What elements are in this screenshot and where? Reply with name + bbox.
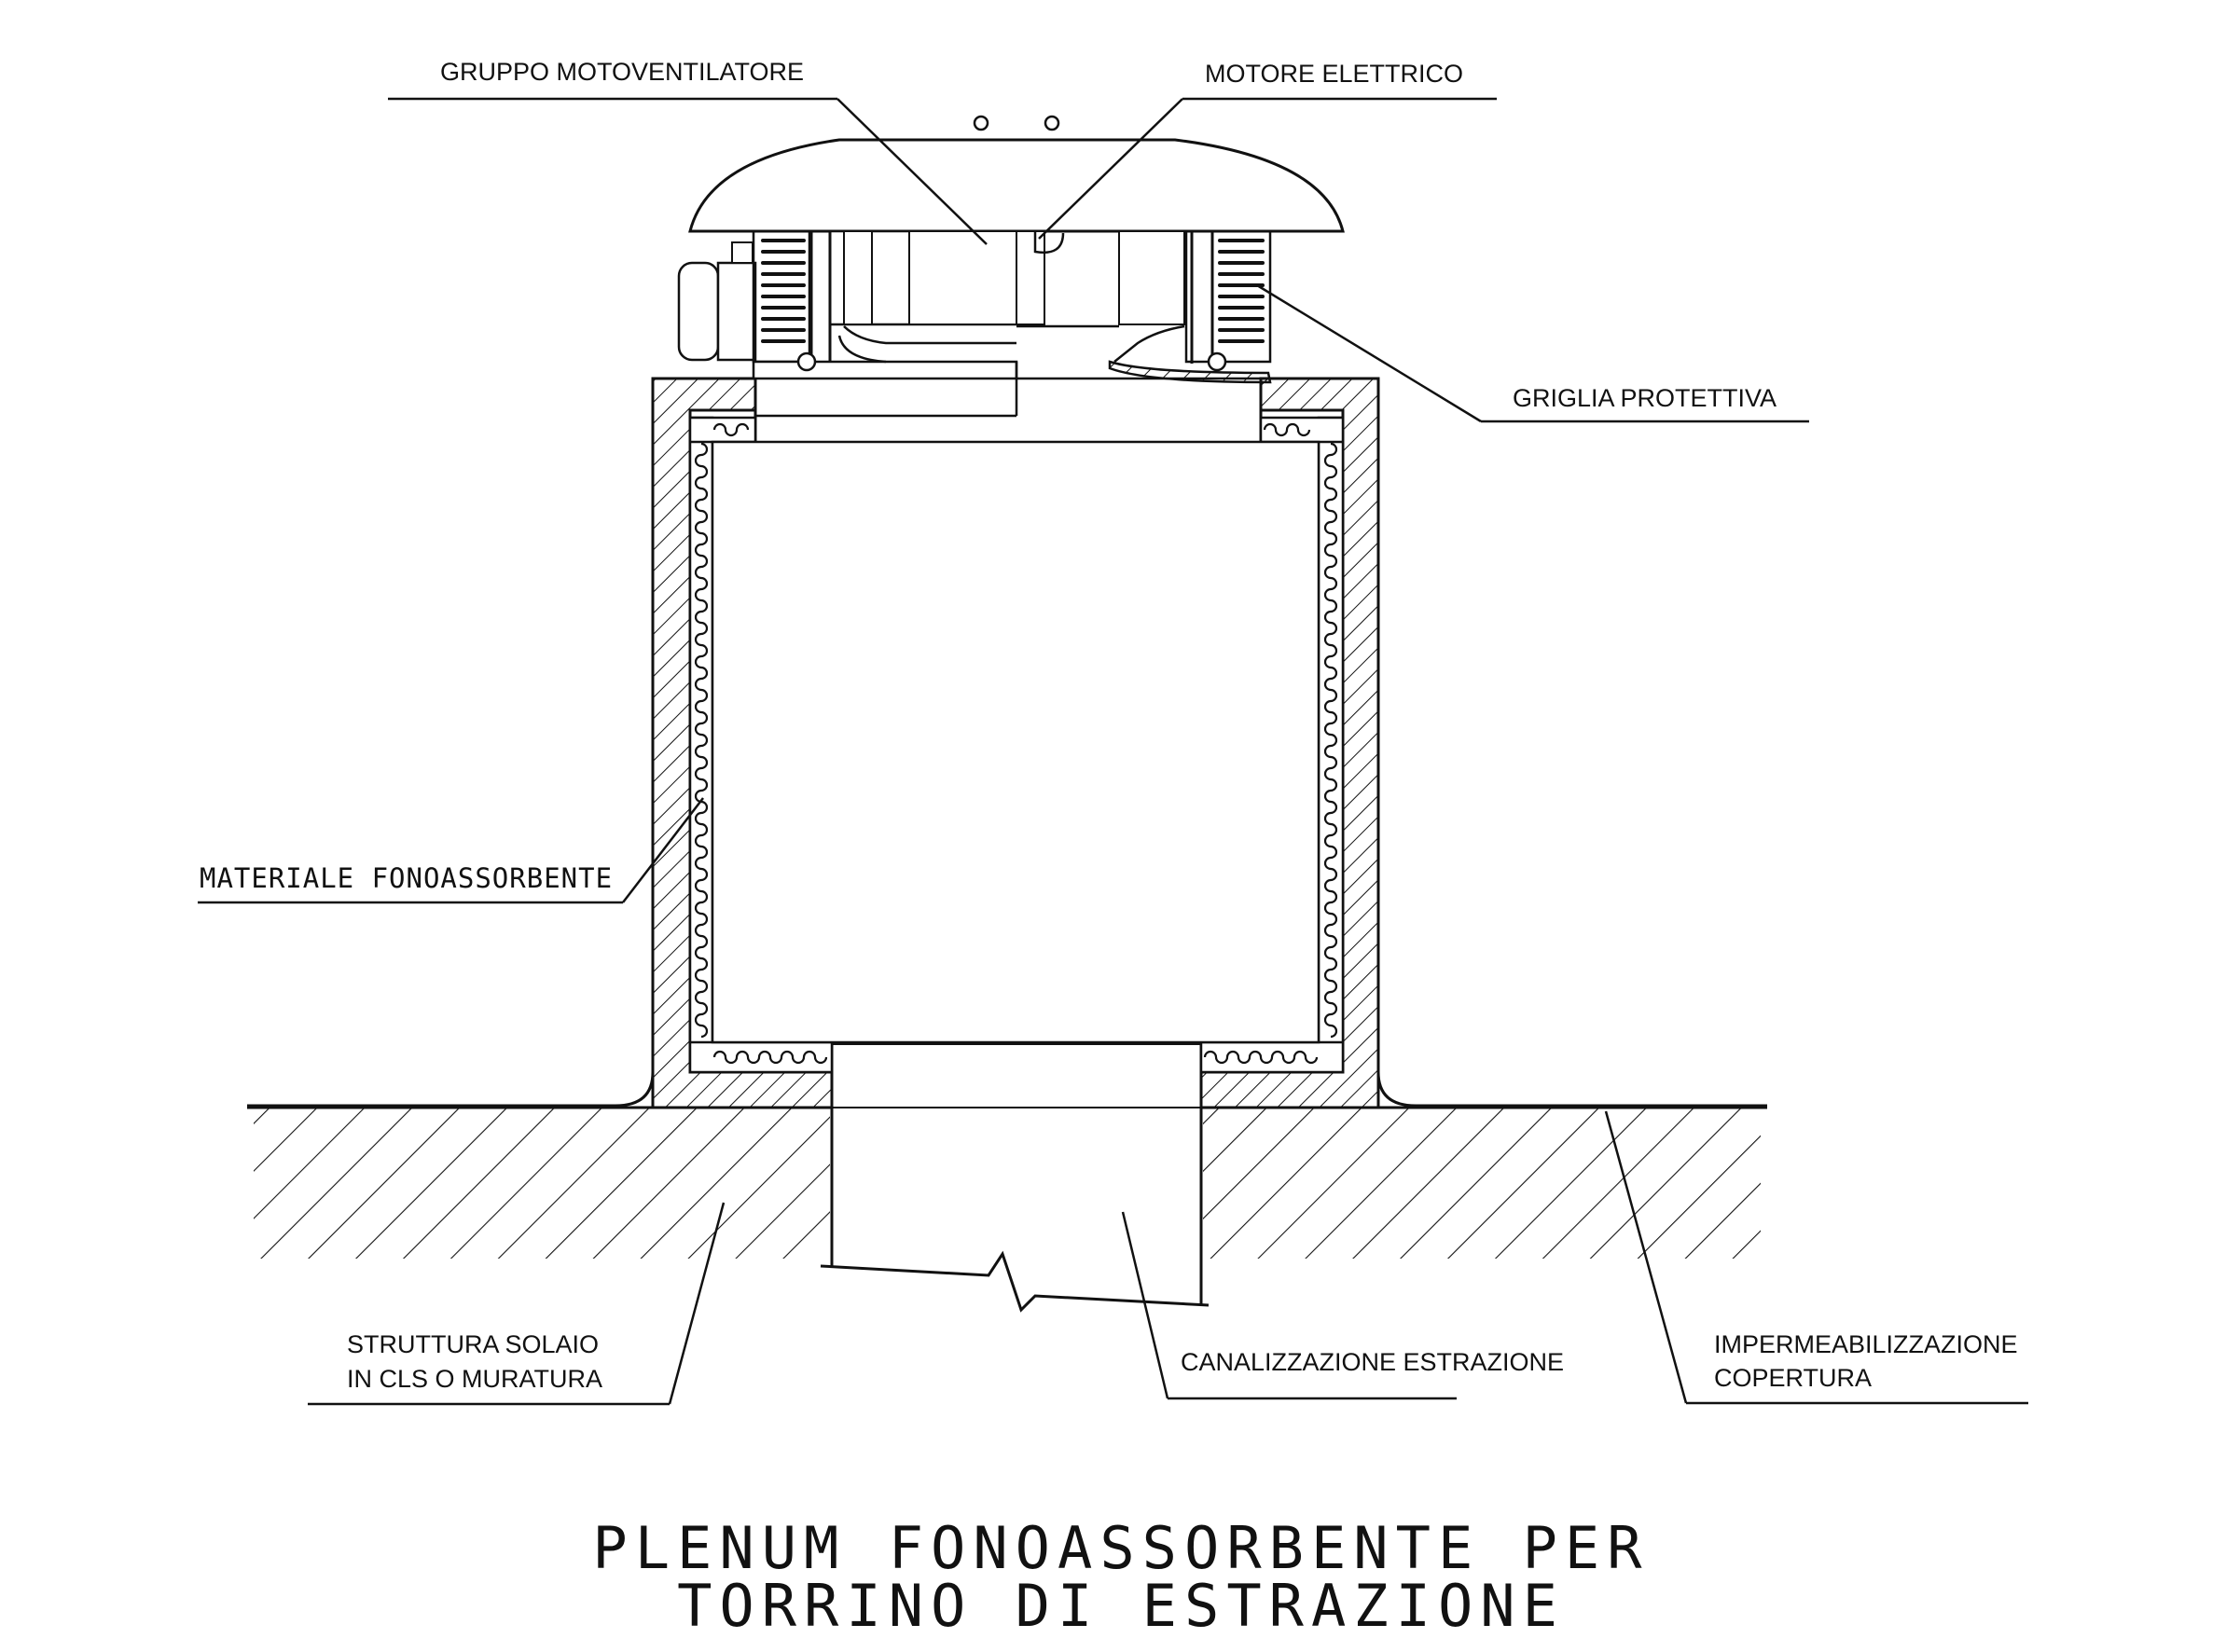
fan-unit <box>677 115 1345 418</box>
floor-slab <box>247 1071 1767 1259</box>
label-extraction-duct: CANALIZZAZIONE ESTRAZIONE <box>1181 1348 1564 1376</box>
label-fan-unit: GRUPPO MOTOVENTILATORE <box>440 58 804 86</box>
label-waterproofing-line2: COPERTURA <box>1714 1364 1872 1392</box>
label-floor-structure-line1: STRUTTURA SOLAIO <box>347 1330 599 1358</box>
label-waterproofing-line1: IMPERMEABILIZZAZIONE <box>1714 1330 2018 1358</box>
drawing-title-line2: TORRINO DI ESTRAZIONE <box>677 1572 1565 1640</box>
protective-grille-left <box>761 239 806 343</box>
extraction-duct <box>653 1043 1378 1313</box>
drawing-title-line1: PLENUM FONOASSORBENTE PER <box>592 1514 1649 1582</box>
label-protective-grille: GRIGLIA PROTETTIVA <box>1513 384 1777 412</box>
leader-lines <box>198 97 2028 1406</box>
label-floor-structure-line2: IN CLS O MURATURA <box>347 1365 602 1393</box>
label-electric-motor: MOTORE ELETTRICO <box>1205 60 1463 88</box>
sound-absorbing-lining <box>688 416 1345 1074</box>
protective-grille-right <box>1218 239 1265 343</box>
label-sound-absorbing-material: MATERIALE FONOASSORBENTE <box>200 862 613 894</box>
